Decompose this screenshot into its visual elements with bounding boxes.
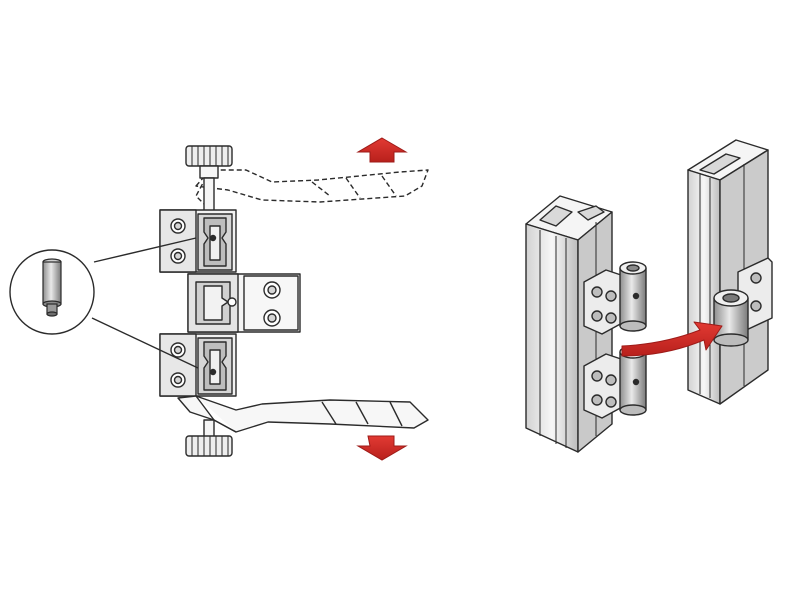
lower-knurled-knob	[185, 419, 233, 457]
top-hinge-block	[159, 209, 237, 273]
arrow-up-icon	[356, 137, 408, 163]
frame-hinge-lower	[583, 345, 647, 419]
middle-hinge-block	[187, 273, 301, 333]
arrow-down-icon	[356, 435, 408, 461]
right-assembly	[525, 139, 773, 453]
bottom-hinge-block	[159, 333, 237, 397]
lower-tool-solid	[177, 395, 429, 433]
leader-line-bottom	[91, 317, 199, 369]
curved-arrow-icon	[621, 321, 723, 357]
left-assembly	[91, 145, 429, 457]
leader-line-top	[93, 237, 197, 263]
frame-hinge-upper	[583, 261, 647, 335]
sash-hinge	[713, 257, 773, 347]
upper-knurled-knob	[185, 145, 233, 213]
pin-detail-callout	[9, 249, 95, 335]
upper-tool-dashed	[195, 169, 429, 205]
hinge-pin-icon	[42, 258, 62, 317]
